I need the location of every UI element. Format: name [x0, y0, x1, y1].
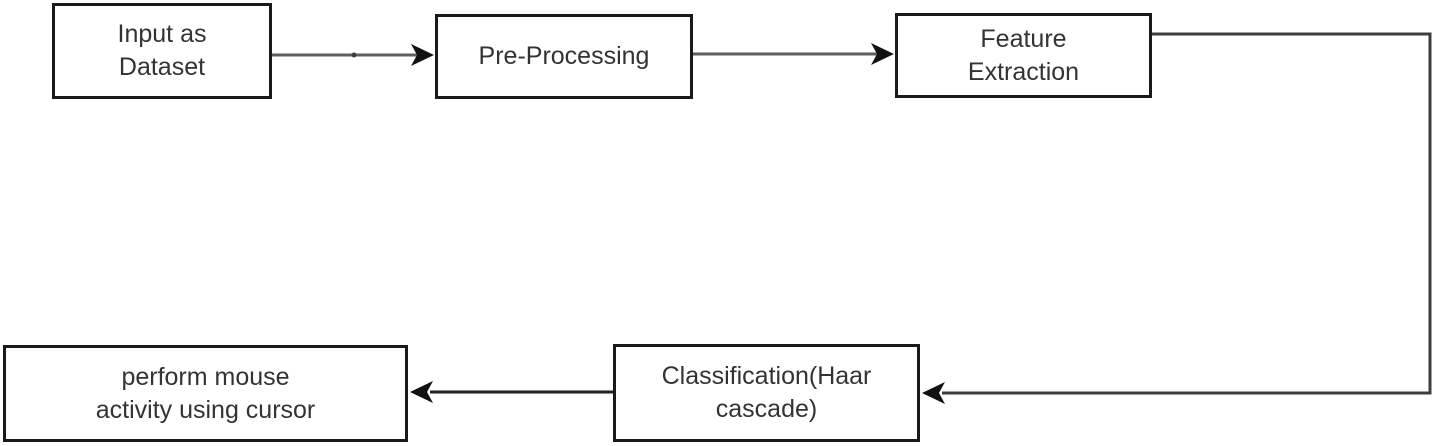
connector-feature-to-classification — [922, 32, 1432, 404]
arrowhead-right-icon — [871, 43, 894, 65]
node-classification-haar-cascade: Classification(Haar cascade) — [613, 344, 920, 442]
node-pre-processing: Pre-Processing — [435, 14, 693, 99]
node-perform-mouse-activity: perform mouse activity using cursor — [3, 345, 408, 442]
arrow-input-to-preprocessing — [270, 44, 434, 66]
node-feature-extraction: Feature Extraction — [895, 13, 1152, 98]
arrowhead-left-icon — [410, 381, 433, 403]
node-label: Feature Extraction — [967, 24, 1080, 86]
node-label: perform mouse activity using cursor — [95, 362, 316, 424]
arrow-midpoint-dot — [351, 52, 357, 58]
node-label: Classification(Haar cascade) — [661, 362, 872, 423]
arrowhead-right-icon — [411, 44, 434, 66]
node-label: Input as Dataset — [117, 20, 207, 81]
arrow-preprocessing-to-feature — [691, 43, 894, 65]
arrowhead-left-icon — [922, 382, 945, 404]
arrow-classification-to-mouse — [410, 381, 615, 403]
node-input-as-dataset: Input as Dataset — [52, 3, 272, 99]
node-label: Pre-Processing — [478, 42, 650, 70]
